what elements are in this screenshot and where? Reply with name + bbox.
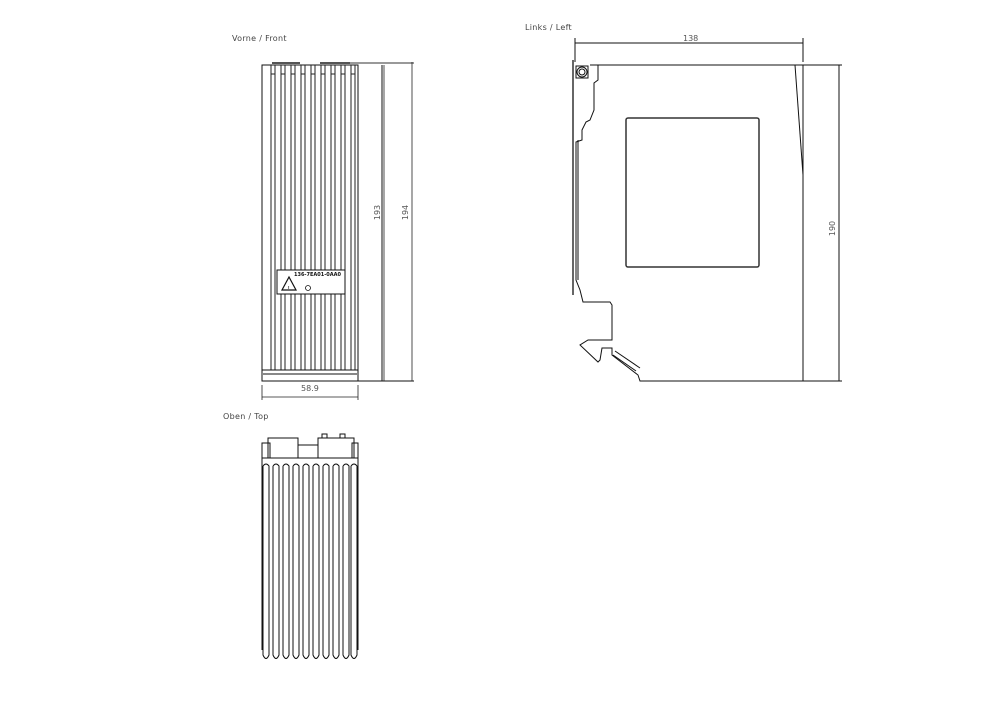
front-view-label: Vorne / Front	[232, 34, 287, 43]
nameplate-part-number: 136-7EA01-0AA0	[294, 272, 342, 278]
dim-front-width: 58.9	[301, 384, 319, 393]
left-view-label: Links / Left	[525, 23, 572, 32]
nameplate: !	[276, 269, 346, 295]
svg-text:!: !	[288, 285, 290, 290]
ex-certification-icon	[305, 285, 311, 291]
warning-triangle-icon	[280, 275, 298, 291]
top-view-label: Oben / Top	[223, 412, 269, 421]
dim-left-depth: 138	[683, 34, 699, 43]
